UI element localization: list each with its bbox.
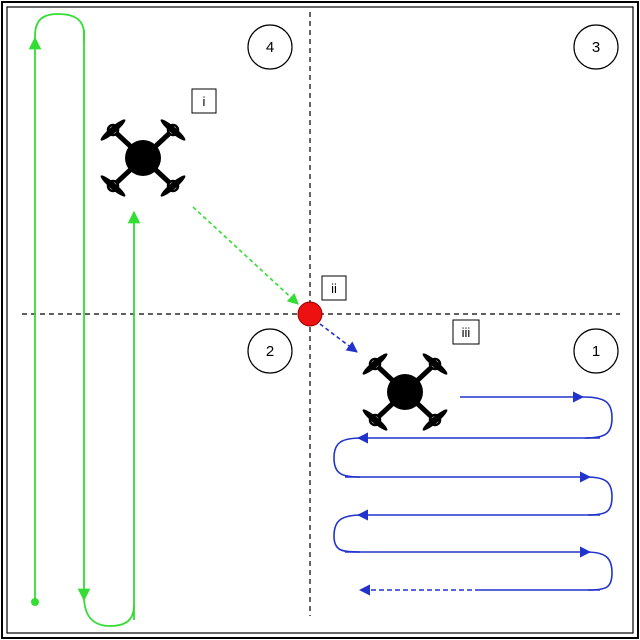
- green-coverage-path: [28, 13, 141, 627]
- inner-frame: [6, 6, 634, 634]
- green-transit-arrow: [192, 206, 299, 305]
- marker-iii: iii: [452, 319, 480, 345]
- quadrant-2-label: 2: [266, 343, 274, 360]
- quadrant-1-badge: 1: [573, 328, 619, 374]
- quadrant-2-badge: 2: [247, 328, 293, 374]
- marker-i-label: i: [203, 94, 206, 109]
- blue-coverage-path: [333, 391, 613, 596]
- marker-iii-label: iii: [462, 325, 471, 340]
- quadcopter-drone-icon: [361, 351, 450, 432]
- marker-i: i: [191, 88, 217, 114]
- blue-transit-arrow: [319, 323, 358, 353]
- quadrant-3-badge: 3: [573, 24, 619, 70]
- quadrant-3-label: 3: [592, 39, 600, 56]
- quadcopter-drone-icon: [99, 117, 188, 198]
- quadrant-4-label: 4: [266, 39, 274, 56]
- waypoint-dot-icon: [297, 301, 323, 327]
- quadrant-4-badge: 4: [247, 24, 293, 70]
- marker-ii: ii: [321, 275, 347, 301]
- marker-ii-label: ii: [331, 281, 337, 296]
- quadrant-1-label: 1: [592, 343, 600, 360]
- green-start-dot: [31, 598, 39, 606]
